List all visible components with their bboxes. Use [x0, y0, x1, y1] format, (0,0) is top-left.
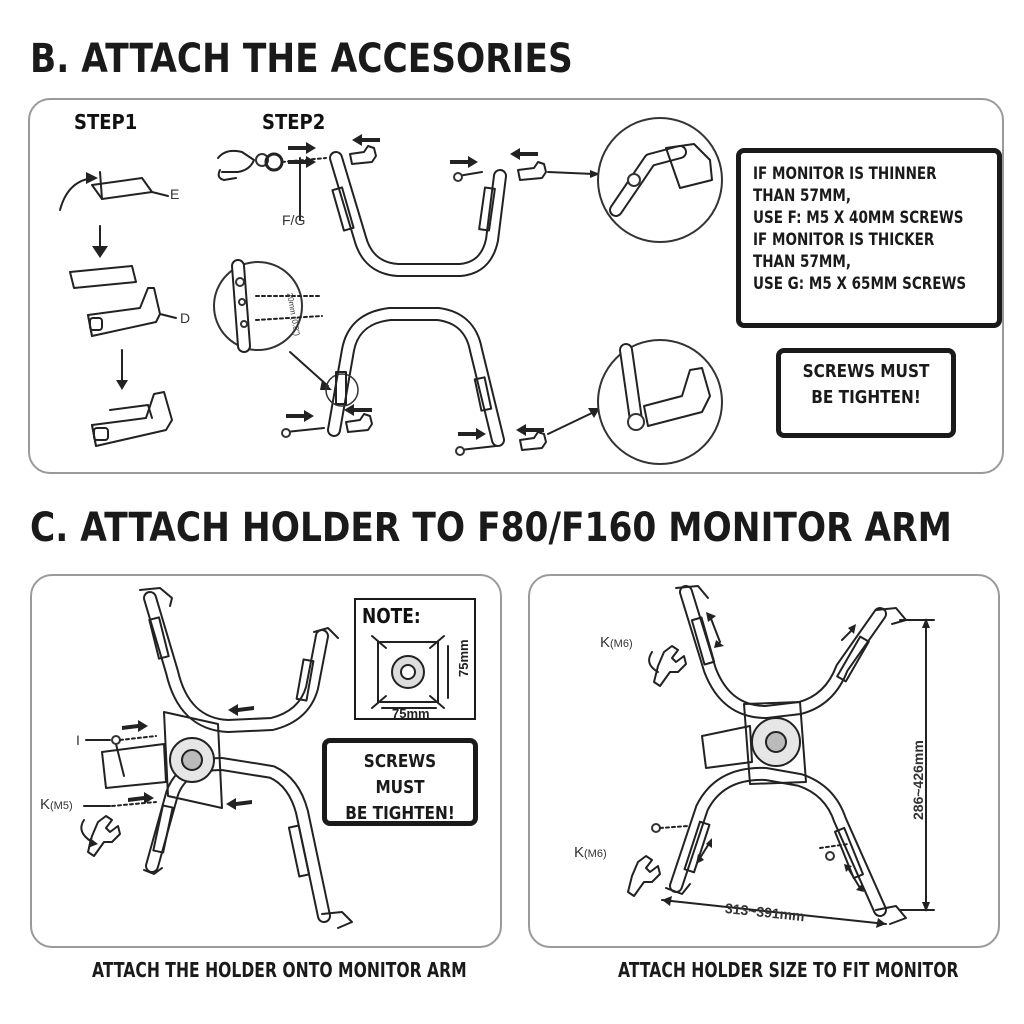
- svg-text:75mm: 75mm: [392, 706, 430, 721]
- note-title: NOTE:: [362, 604, 421, 628]
- section-c-right-panel: K(M6) K(M6) 313~391mm 286~426mm: [528, 574, 1000, 948]
- pad-icon: [69, 265, 137, 289]
- hand-screw-icon: [217, 149, 327, 221]
- pad-e-icon: [59, 171, 169, 211]
- label-k-letter: K: [40, 796, 51, 813]
- holder-bracket-right-icon: [665, 585, 907, 925]
- bracket-top-icon: [329, 151, 507, 277]
- label-e: E: [170, 186, 180, 202]
- holder-size-illustration: [627, 585, 935, 928]
- section-b-panel: STEP1 STEP2: [28, 98, 1004, 474]
- down-arrow-icon-2: [116, 349, 128, 390]
- info-line-3: USE F: M5 X 40MM SCREWS: [753, 208, 964, 227]
- adjust-arrows-icon: [651, 612, 864, 892]
- vesa-plate-icon: [101, 711, 223, 809]
- label-d: D: [180, 310, 191, 326]
- label-k-top-sub: (M6): [610, 638, 633, 650]
- tighten-c-line-2: BE TIGHTEN!: [345, 803, 455, 824]
- vesa-note: NOTE: 75mm 75mm 75mm 75mm: [354, 598, 476, 721]
- label-k-top-letter: K: [600, 634, 611, 651]
- dim-height-label: 286~426mm: [910, 740, 926, 820]
- section-c-left-panel: I K(M5) NOTE: 75mm 75mm 75mm 75mm SCREWS…: [30, 574, 502, 948]
- bracket-bottom-icon: [325, 307, 505, 447]
- info-line-1: IF MONITOR IS THINNER: [753, 164, 937, 183]
- caption-left: ATTACH THE HOLDER ONTO MONITOR ARM: [92, 958, 467, 982]
- label-k-m5: K(M5): [40, 796, 73, 813]
- section-c-title: C. ATTACH HOLDER TO F80/F160 MONITOR ARM: [30, 505, 952, 551]
- section-b-title: B. ATTACH THE ACCESORIES: [30, 36, 573, 82]
- label-k-bottom-letter: K: [574, 844, 585, 861]
- magnifier-icon-3: [597, 339, 723, 465]
- holder-arm-illustration: [80, 587, 353, 929]
- tighten-c-line-1: SCREWS MUST: [363, 751, 437, 798]
- label-fg: F/G: [282, 212, 306, 228]
- info-line-2: THAN 57MM,: [753, 186, 851, 205]
- step2-label: STEP2: [262, 110, 326, 134]
- magnifier-icon-1: [597, 117, 723, 243]
- caption-right: ATTACH HOLDER SIZE TO FIT MONITOR: [618, 958, 959, 982]
- holder-bracket-icon: [139, 587, 353, 929]
- info-line-6: USE G: M5 X 65MM SCREWS: [753, 274, 967, 293]
- clip-assembled-icon: [91, 391, 173, 447]
- label-k-sub: (M5): [50, 800, 73, 812]
- svg-text:75mm: 75mm: [456, 639, 471, 677]
- magnifier-icon-2: [213, 259, 332, 390]
- screw-info-box: IF MONITOR IS THINNER THAN 57MM, USE F: …: [736, 148, 1002, 328]
- tighten-warning-c: SCREWS MUST BE TIGHTEN!: [322, 738, 478, 826]
- wrench-icon: [80, 815, 121, 857]
- down-arrow-icon: [92, 225, 108, 258]
- arrows-icon: [288, 134, 538, 168]
- tighten-line-2: BE TIGHTEN!: [811, 387, 921, 408]
- dimension-lines-icon: [661, 618, 935, 928]
- arm-arrows-icon: [111, 704, 254, 810]
- info-line-4: IF MONITOR IS THICKER: [753, 230, 935, 249]
- label-k-bottom-sub: (M6): [584, 848, 607, 860]
- tighten-warning-b: SCREWS MUST BE TIGHTEN!: [776, 348, 956, 438]
- label-k-m6-bottom: K(M6): [574, 844, 607, 861]
- tighten-line-1: SCREWS MUST: [802, 361, 930, 382]
- label-i: I: [76, 732, 80, 748]
- vesa-diagram: 75mm 75mm: [371, 635, 471, 721]
- clip-d-icon: [87, 287, 177, 337]
- info-line-5: THAN 57MM,: [753, 252, 851, 271]
- bottom-arrows-icon: [281, 404, 547, 456]
- section-b-illustration: [59, 117, 723, 465]
- step1-label: STEP1: [74, 110, 138, 134]
- wrench-right-icon: [627, 645, 687, 897]
- screw-icon: [349, 145, 547, 182]
- label-k-m6-top: K(M6): [600, 634, 633, 651]
- vesa-plate-right-icon: [701, 701, 807, 785]
